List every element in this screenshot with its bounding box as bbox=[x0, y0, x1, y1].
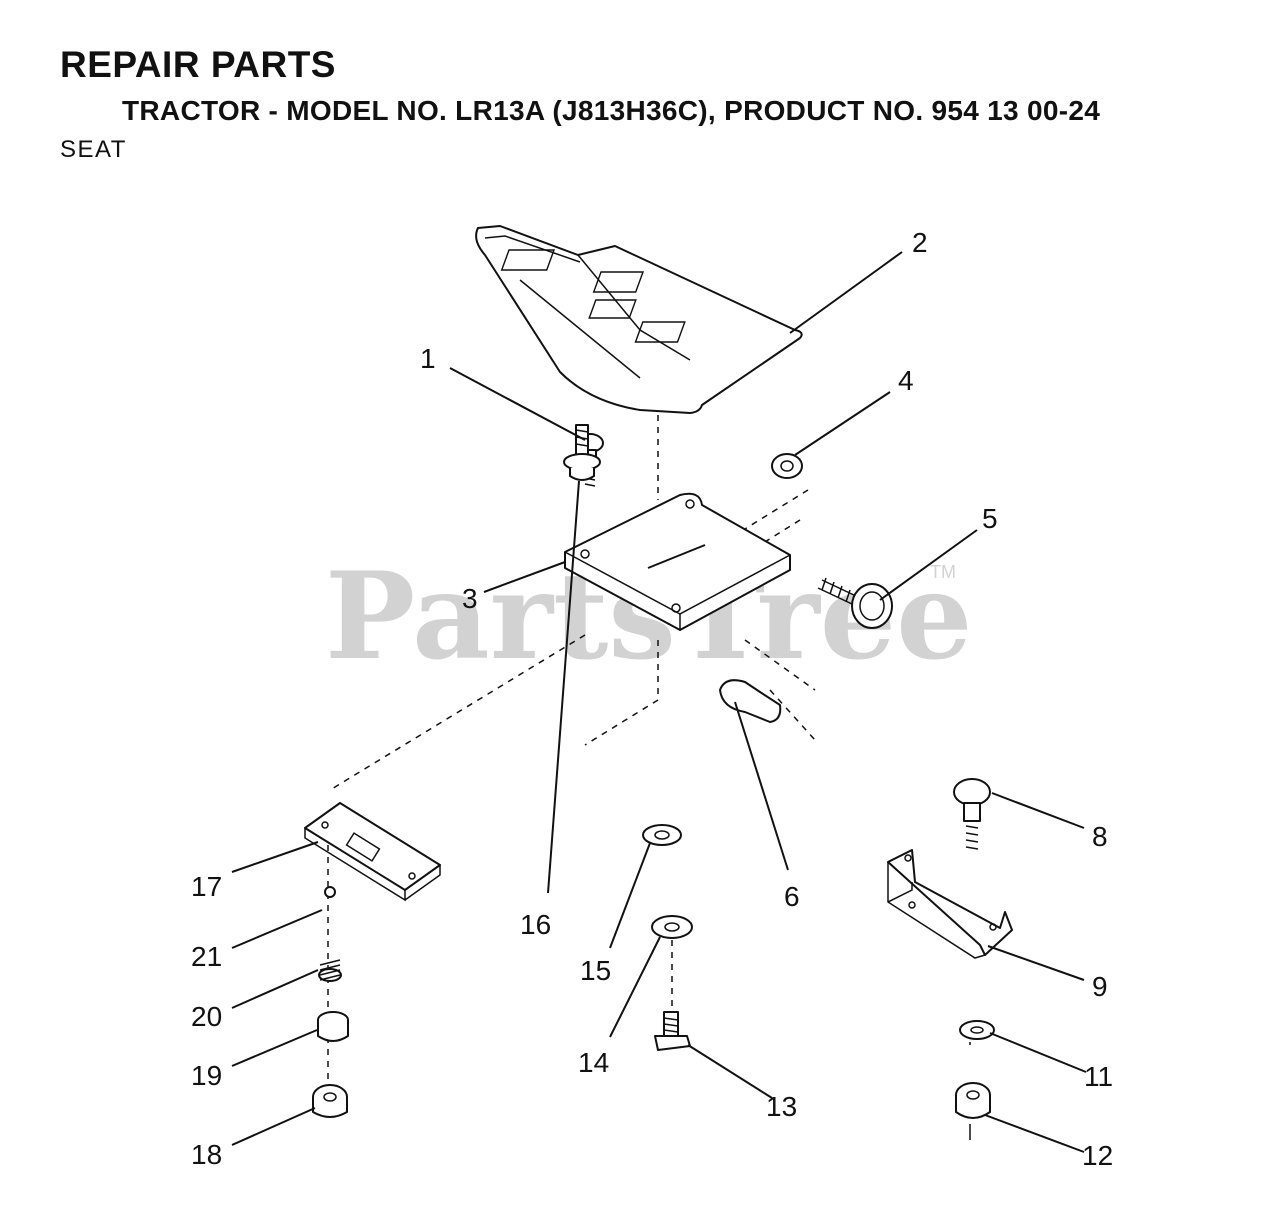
callout-3: 3 bbox=[462, 583, 478, 614]
section-label: SEAT bbox=[60, 136, 127, 163]
callout-6: 6 bbox=[784, 881, 800, 912]
shoulder-bolt-part bbox=[563, 424, 601, 481]
callout-19: 19 bbox=[191, 1060, 222, 1091]
leader-lines bbox=[231, 251, 1087, 1153]
callout-17: 17 bbox=[191, 871, 222, 902]
washer-11-part bbox=[959, 1020, 995, 1040]
hex-bolt-13-part bbox=[654, 1011, 691, 1051]
page-title: REPAIR PARTS bbox=[60, 44, 336, 85]
washer-parts bbox=[642, 824, 693, 939]
nut-part bbox=[771, 453, 803, 479]
carriage-bolt-8-part bbox=[953, 778, 991, 850]
callout-14: 14 bbox=[578, 1047, 609, 1078]
callout-21: 21 bbox=[191, 941, 222, 972]
callout-15: 15 bbox=[580, 955, 611, 986]
callout-2: 2 bbox=[912, 227, 928, 258]
callout-12: 12 bbox=[1082, 1140, 1113, 1171]
model-subtitle: TRACTOR - MODEL NO. LR13A (J813H36C), PR… bbox=[122, 95, 1101, 126]
callout-20: 20 bbox=[191, 1001, 222, 1032]
slide-rail-part bbox=[304, 802, 441, 902]
callout-9: 9 bbox=[1092, 971, 1108, 1002]
callout-5: 5 bbox=[982, 503, 998, 534]
callout-18: 18 bbox=[191, 1139, 222, 1170]
callout-8: 8 bbox=[1092, 821, 1108, 852]
callout-1: 1 bbox=[420, 343, 436, 374]
callout-labels: 1 2 3 4 5 6 8 9 11 12 13 14 15 16 17 21 … bbox=[191, 227, 1113, 1171]
callout-11: 11 bbox=[1084, 1061, 1113, 1092]
spring-stack-parts bbox=[312, 886, 349, 1118]
seat-part bbox=[475, 225, 803, 414]
callout-4: 4 bbox=[898, 365, 914, 396]
angle-bracket-part bbox=[887, 849, 1013, 959]
callout-16: 16 bbox=[520, 909, 551, 940]
clip-part bbox=[719, 679, 782, 723]
seat-bracket-part bbox=[564, 492, 791, 631]
callout-13: 13 bbox=[766, 1091, 797, 1122]
lock-nut-part bbox=[955, 1082, 991, 1140]
hex-bolt-part bbox=[817, 577, 893, 629]
watermark-tm: TM bbox=[930, 562, 956, 582]
